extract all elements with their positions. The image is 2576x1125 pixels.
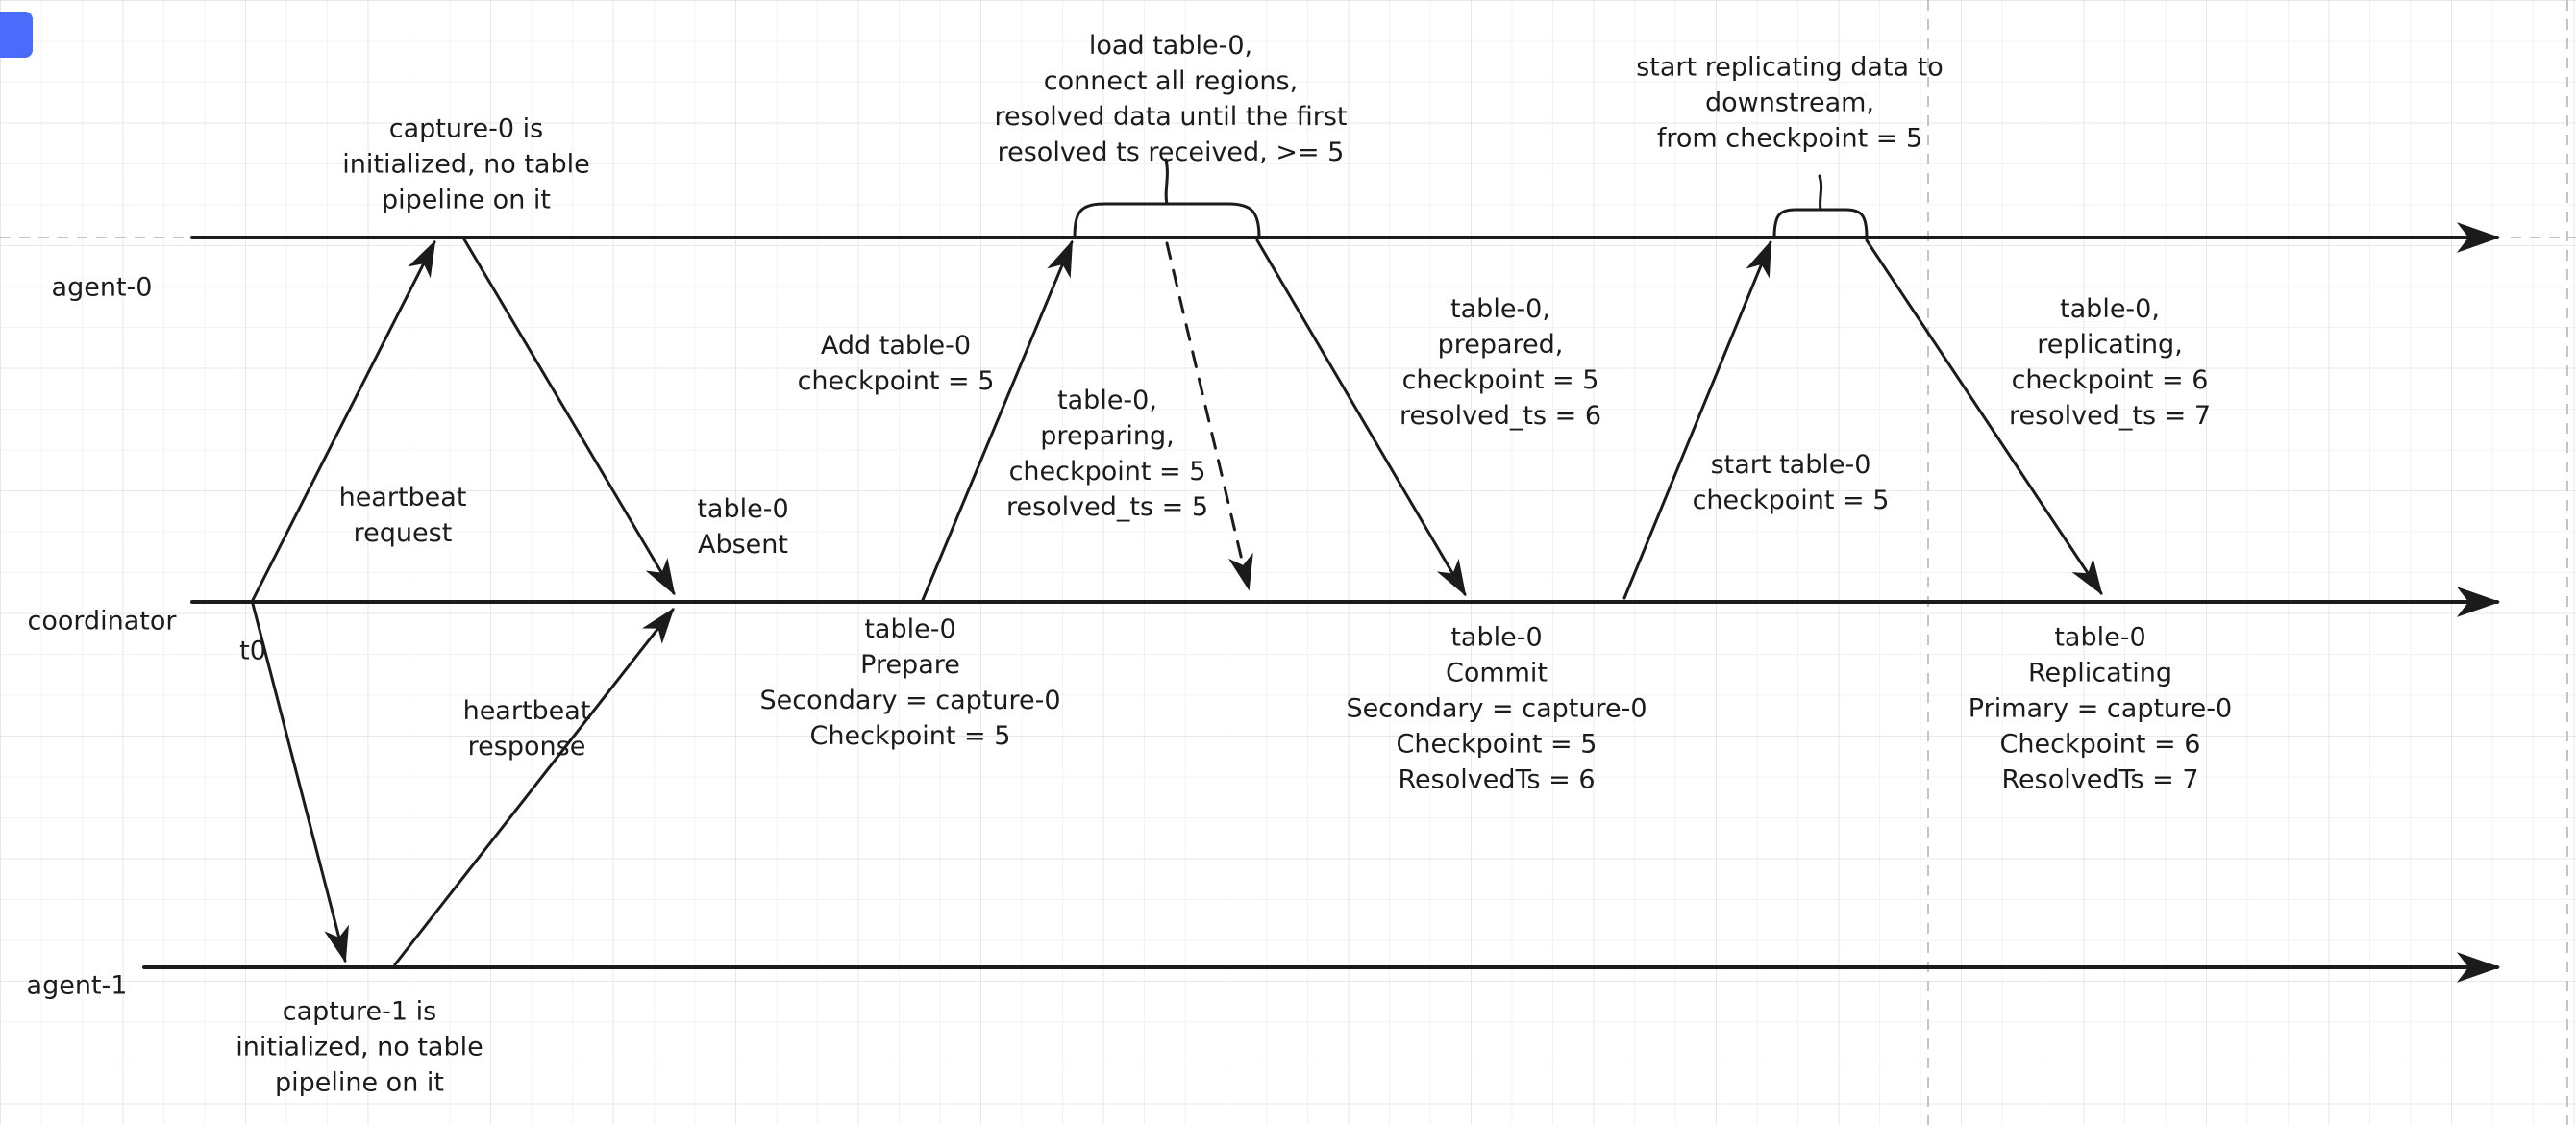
label-table0-absent[interactable]: table-0 Absent: [697, 494, 789, 560]
lane-label-agent-1[interactable]: agent-1: [26, 970, 128, 1001]
state-table0-replicating[interactable]: table-0 Replicating Primary = capture-0 …: [1968, 622, 2233, 795]
label-heartbeat-response[interactable]: heartbeat response: [462, 696, 591, 762]
lane-label-coordinator[interactable]: coordinator: [27, 606, 177, 637]
state-table0-prepare[interactable]: table-0 Prepare Secondary = capture-0 Ch…: [759, 614, 1061, 751]
arrow-prepared[interactable]: [1255, 238, 1467, 597]
note-start-replicating[interactable]: start replicating data to downstream, fr…: [1636, 52, 1944, 154]
label-t0[interactable]: t0: [239, 636, 266, 666]
note-load-table0[interactable]: load table-0, connect all regions, resol…: [994, 31, 1348, 167]
arrow-heartbeat-response-agent1[interactable]: [393, 607, 675, 966]
brace-replicate-stem[interactable]: [1818, 174, 1823, 212]
label-table0-preparing[interactable]: table-0, preparing, checkpoint = 5 resol…: [1005, 386, 1209, 522]
label-heartbeat-request[interactable]: heartbeat request: [338, 483, 467, 548]
label-table0-prepared[interactable]: table-0, prepared, checkpoint = 5 resolv…: [1399, 294, 1602, 431]
brace-load-span[interactable]: [1073, 202, 1261, 239]
arrow-replicating[interactable]: [1865, 238, 2103, 596]
note-capture1-initialized[interactable]: capture-1 is initialized, no table pipel…: [235, 996, 483, 1098]
brace-replicate-span[interactable]: [1772, 208, 1869, 239]
arrow-heartbeat-request-agent1[interactable]: [251, 602, 349, 963]
canvas-corner-accent[interactable]: [0, 12, 33, 58]
brace-load-stem[interactable]: [1164, 158, 1169, 206]
arrow-heartbeat-request-agent0[interactable]: [251, 239, 436, 602]
note-capture0-initialized[interactable]: capture-0 is initialized, no table pipel…: [342, 113, 590, 215]
state-table0-commit[interactable]: table-0 Commit Secondary = capture-0 Che…: [1346, 622, 1647, 795]
lane-label-agent-0[interactable]: agent-0: [51, 272, 153, 303]
arrow-start-table0[interactable]: [1622, 239, 1772, 600]
arrow-preparing-dashed[interactable]: [1165, 241, 1253, 591]
label-table0-replicating[interactable]: table-0, replicating, checkpoint = 6 res…: [2008, 294, 2212, 431]
arrow-add-table0[interactable]: [921, 239, 1074, 602]
arrow-heartbeat-response-agent0[interactable]: [462, 238, 676, 596]
label-add-table0[interactable]: Add table-0 checkpoint = 5: [797, 331, 995, 396]
label-start-table0[interactable]: start table-0 checkpoint = 5: [1692, 450, 1890, 515]
